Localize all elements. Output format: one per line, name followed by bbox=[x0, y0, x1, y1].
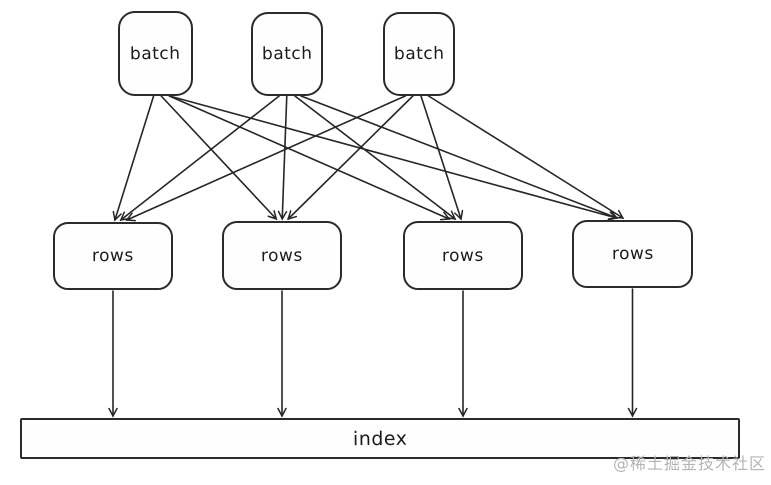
arrow-batch-2-to-rows-4 bbox=[300, 95, 619, 220]
node-rows-2: rows bbox=[222, 221, 342, 290]
arrow-batch-1-to-rows-3 bbox=[168, 95, 451, 221]
arrow-batch-3-to-rows-2 bbox=[287, 95, 414, 221]
watermark-text: @稀土掘金技术社区 bbox=[612, 454, 766, 473]
arrow-batch-2-to-rows-2 bbox=[277, 95, 288, 221]
arrow-batch-3-to-rows-1 bbox=[125, 95, 407, 222]
arrow-batch-2-to-rows-3 bbox=[294, 95, 457, 220]
node-label: rows bbox=[261, 245, 303, 266]
node-label: rows bbox=[611, 243, 654, 265]
node-label: batch bbox=[393, 43, 445, 65]
node-label: batch bbox=[130, 43, 181, 64]
node-rows-3: rows bbox=[403, 221, 523, 290]
node-rows-1: rows bbox=[53, 222, 173, 290]
node-index: index bbox=[20, 418, 740, 459]
arrow-batch-1-to-rows-1 bbox=[112, 95, 155, 222]
node-label: batch bbox=[261, 43, 313, 65]
node-batch-1: batch bbox=[118, 11, 193, 96]
arrow-batch-1-to-rows-4 bbox=[168, 95, 619, 221]
node-rows-4: rows bbox=[572, 220, 693, 288]
node-label: rows bbox=[442, 245, 484, 266]
arrow-batch-1-to-rows-2 bbox=[160, 95, 278, 221]
arrow-batch-3-to-rows-4 bbox=[427, 95, 625, 219]
arrow-batch-3-to-rows-3 bbox=[420, 95, 464, 221]
node-batch-2: batch bbox=[251, 12, 323, 96]
node-batch-3: batch bbox=[383, 12, 455, 96]
arrow-batch-2-to-rows-1 bbox=[119, 95, 280, 221]
node-label: rows bbox=[92, 245, 134, 267]
node-label: index bbox=[352, 427, 408, 450]
